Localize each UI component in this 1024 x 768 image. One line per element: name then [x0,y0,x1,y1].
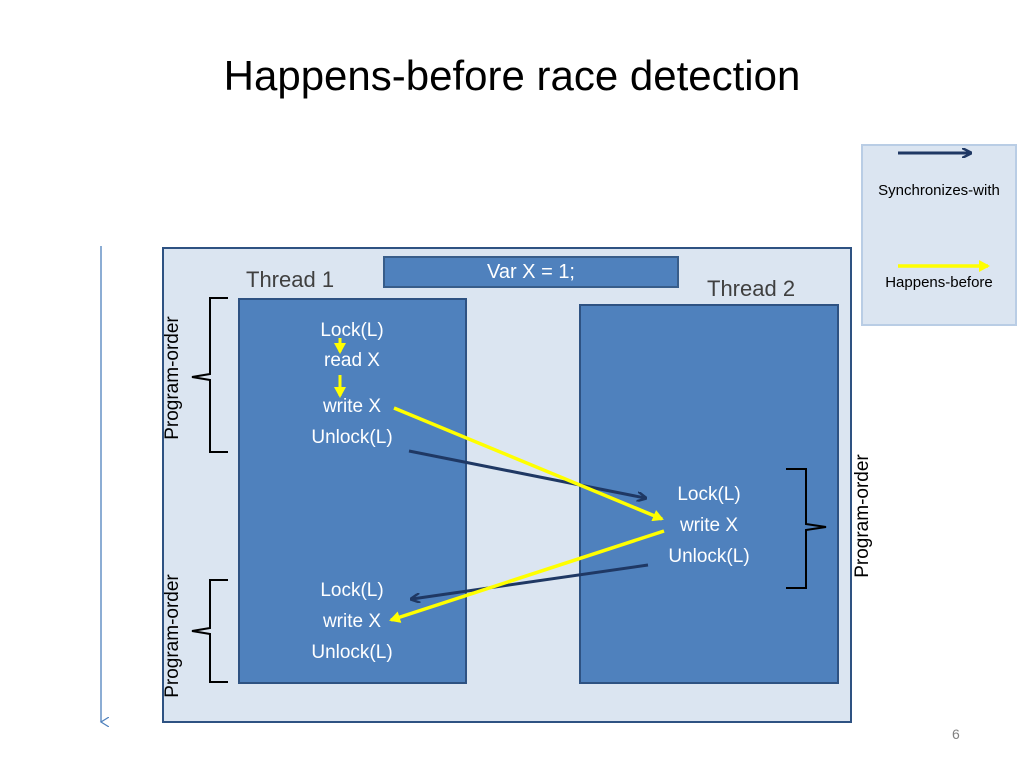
thread2-label: Thread 2 [707,276,796,301]
thread1-op-read: read X [324,350,380,371]
brace-top [191,297,228,453]
brace-thread2 [786,468,827,589]
sync-arrow-t1-to-t2 [408,449,645,498]
thread1-op-write: write X [322,396,382,417]
thread2-op-unlock: Unlock(L) [668,546,750,567]
slide-title: Happens-before race detection [223,52,801,99]
thread1-op-lock-2: Lock(L) [320,580,384,601]
thread1-op-unlock-2: Unlock(L) [311,642,393,663]
legend-happens-before-label: Happens-before [885,274,993,291]
thread1-label: Thread 1 [246,267,335,292]
variable-declaration-box: Var X = 1; [383,256,679,288]
thread1-op-write-2: write X [322,611,382,632]
thread2-op-lock: Lock(L) [677,484,741,505]
legend-synchronizes-with-label: Synchronizes-with [878,182,1000,199]
thread2-op-write: write X [679,515,739,536]
legend [861,144,1017,326]
thread1-op-lock: Lock(L) [320,320,384,341]
sync-arrow-t2-to-t1 [412,563,649,599]
thread1-op-unlock: Unlock(L) [311,427,393,448]
thread1-box [238,298,467,684]
brace-bottom [191,579,228,683]
hb-arrow-t2-to-t1 [389,529,665,623]
slide-number: 6 [952,726,960,742]
hb-arrow-t1-to-t2 [393,406,664,522]
